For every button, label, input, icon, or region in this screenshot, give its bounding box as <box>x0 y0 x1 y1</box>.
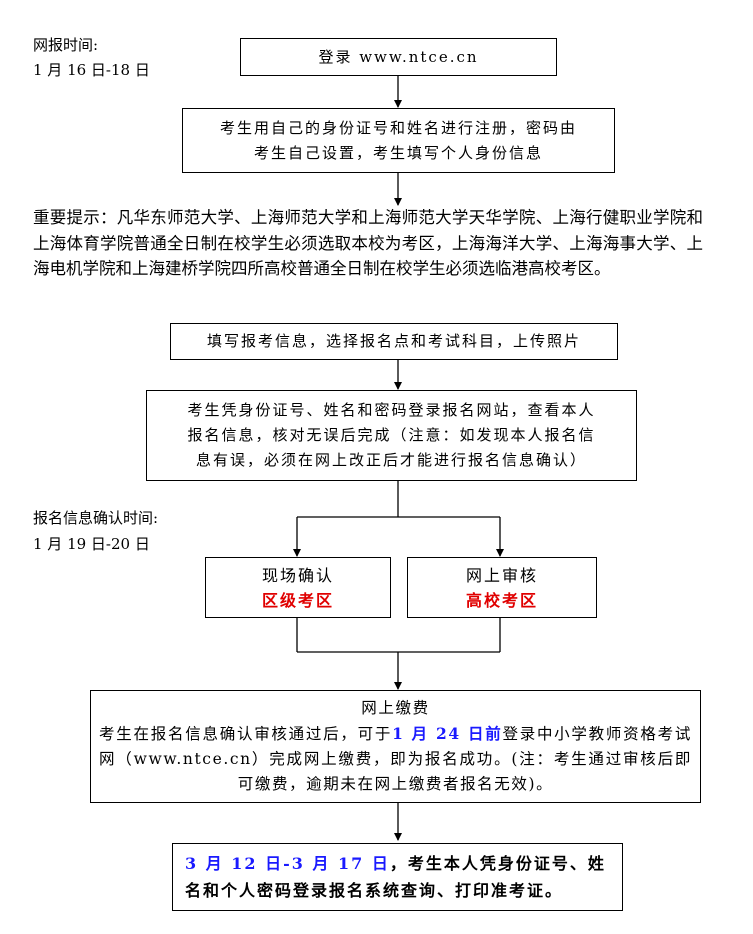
onsite-title: 现场确认 <box>261 565 334 585</box>
admission-ticket-box: 3 月 12 日-3 月 17 日，考生本人凭身份证号、姓名和个人密码登录报名系… <box>172 843 623 911</box>
print-dates: 3 月 12 日-3 月 17 日 <box>185 854 390 873</box>
step-register-line: 考生用自己的身份证号和姓名进行注册，密码由 <box>219 118 577 137</box>
step-register: 考生用自己的身份证号和姓名进行注册，密码由 考生自己设置，考生填写个人身份信息 <box>182 108 615 173</box>
payment-text: 登录中小学教师资格考试网（www.ntce.cn）完成网上缴费，即为报名成功。(… <box>99 725 692 793</box>
online-review-box: 网上审核 高校考区 <box>407 557 597 618</box>
online-review-title: 网上审核 <box>465 565 538 585</box>
step-fill-info: 填写报考信息，选择报名点和考试科目，上传照片 <box>170 323 618 360</box>
step-verify-line: 考生凭身份证号、姓名和密码登录报名网站，查看本人 <box>187 401 596 419</box>
step-verify: 考生凭身份证号、姓名和密码登录报名网站，查看本人 报名信息，核对无误后完成（注意… <box>146 390 637 481</box>
step-verify-line: 息有误，必须在网上改正后才能进行报名信息确认） <box>195 451 587 469</box>
reg-time-dates: 1 月 16 日-18 日 <box>33 61 150 79</box>
step-register-line: 考生自己设置，考生填写个人身份信息 <box>253 143 543 162</box>
step-verify-line: 报名信息，核对无误后完成（注意：如发现本人报名信 <box>187 426 596 444</box>
print-text: ，考生本人凭身份证号、姓名和个人密码登录报名系统查询、打印准考证。 <box>185 854 606 900</box>
payment-text: 考生在报名信息确认审核通过后，可于 <box>99 725 393 743</box>
step-fill-info-text: 填写报考信息，选择报名点和考试科目，上传照片 <box>206 332 581 350</box>
step-login-text: 登录 www.ntce.cn <box>318 47 479 66</box>
important-notice: 重要提示：凡华东师范大学、上海师范大学和上海师范大学天华学院、上海行健职业学院和… <box>33 208 703 278</box>
step-login: 登录 www.ntce.cn <box>240 38 557 76</box>
payment-deadline: 1 月 24 日前 <box>392 724 503 743</box>
reg-time-label: 网报时间: <box>33 36 99 54</box>
onsite-confirm-box: 现场确认 区级考区 <box>205 557 391 618</box>
confirm-time-label: 报名信息确认时间: <box>33 509 159 527</box>
online-review-area: 高校考区 <box>465 590 538 610</box>
confirm-time-dates: 1 月 19 日-20 日 <box>33 535 150 553</box>
onsite-area: 区级考区 <box>261 590 334 610</box>
payment-box: 网上缴费 考生在报名信息确认审核通过后，可于1 月 24 日前登录中小学教师资格… <box>90 690 701 803</box>
payment-title: 网上缴费 <box>361 699 430 717</box>
